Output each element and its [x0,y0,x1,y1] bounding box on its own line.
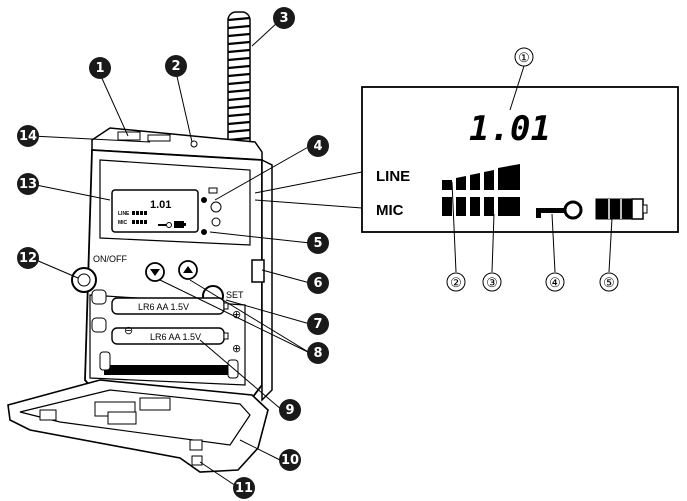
mini-display-line: LINE [118,211,130,217]
svg-text:14: 14 [19,129,37,144]
svg-text:5: 5 [313,236,322,251]
sensitivity-icons [208,187,222,227]
svg-text:①: ① [518,50,530,65]
on-off-label: ON/OFF [93,254,127,264]
transmitter-body: 1.01 LINE MIC ON/OFF [71,127,273,402]
mini-display-mic: MIC [118,220,128,226]
callout-4: 4 [307,135,329,157]
line-level-meter [442,164,520,190]
detail-callout-2: ② [446,272,466,292]
indicator-led-lower [201,229,207,235]
svg-text:1: 1 [95,61,104,76]
battery-polarity-minus: ⊖ [124,324,133,337]
callout-1: 1 [89,57,111,79]
display-line-label: LINE [376,168,410,185]
battery-1-label: LR6 AA 1.5V [138,302,189,312]
svg-text:8: 8 [313,346,322,361]
set-label: SET [226,290,244,300]
svg-text:3: 3 [279,11,288,26]
battery-1: LR6 AA 1.5V [111,297,229,315]
display-detail: 1.01 LINE MIC [361,47,679,292]
audio-jack [251,259,265,283]
svg-text:④: ④ [549,275,561,290]
battery-status-icon [595,198,648,220]
mic-level-meter [442,197,520,216]
svg-text:4: 4 [313,139,322,154]
battery-polarity: ⊕ [232,308,241,321]
callout-11: 11 [233,477,255,499]
mini-key-icon [158,222,172,228]
svg-text:②: ② [450,275,462,290]
callout-13: 13 [17,173,39,195]
callout-8: 8 [307,342,329,364]
key-lock-icon [536,200,583,220]
callout-5: 5 [307,232,329,254]
battery-cover [7,379,269,473]
callout-12: 12 [17,247,39,269]
callout-6: 6 [307,272,329,294]
display-mic-label: MIC [376,202,404,219]
display-channel: 1.01 [469,109,551,149]
svg-text:10: 10 [281,453,299,468]
up-button[interactable] [178,260,198,280]
leader-lines [31,21,363,491]
callout-9: 9 [279,399,301,421]
callout-7: 7 [307,313,329,335]
svg-text:⑤: ⑤ [603,275,615,290]
indicator-led-upper [201,197,207,203]
detail-callout-4: ④ [545,272,565,292]
mini-display-channel: 1.01 [150,199,171,211]
down-button[interactable] [145,262,165,282]
callout-14: 14 [17,125,39,147]
detail-callout-3: ③ [482,272,502,292]
svg-text:2: 2 [171,59,180,74]
mini-battery-icon [174,221,186,228]
callout-10: 10 [279,449,301,471]
callout-2: 2 [165,55,187,77]
mini-display-bars [132,211,147,224]
hinge [104,365,234,375]
svg-text:6: 6 [313,276,322,291]
svg-text:7: 7 [313,317,322,332]
battery-2: LR6 AA 1.5V [111,327,229,345]
battery-2-label: LR6 AA 1.5V [150,332,201,342]
svg-text:9: 9 [285,403,294,418]
on-off-button[interactable] [71,267,97,293]
cover-latch [191,455,203,466]
battery-polarity-2: ⊕ [232,342,241,355]
detail-callout-1: ① [514,47,534,67]
detail-callout-5: ⑤ [599,272,619,292]
svg-text:③: ③ [486,275,498,290]
svg-text:11: 11 [235,481,253,496]
svg-text:13: 13 [19,177,37,192]
svg-text:12: 12 [19,251,37,266]
callout-3: 3 [273,7,295,29]
